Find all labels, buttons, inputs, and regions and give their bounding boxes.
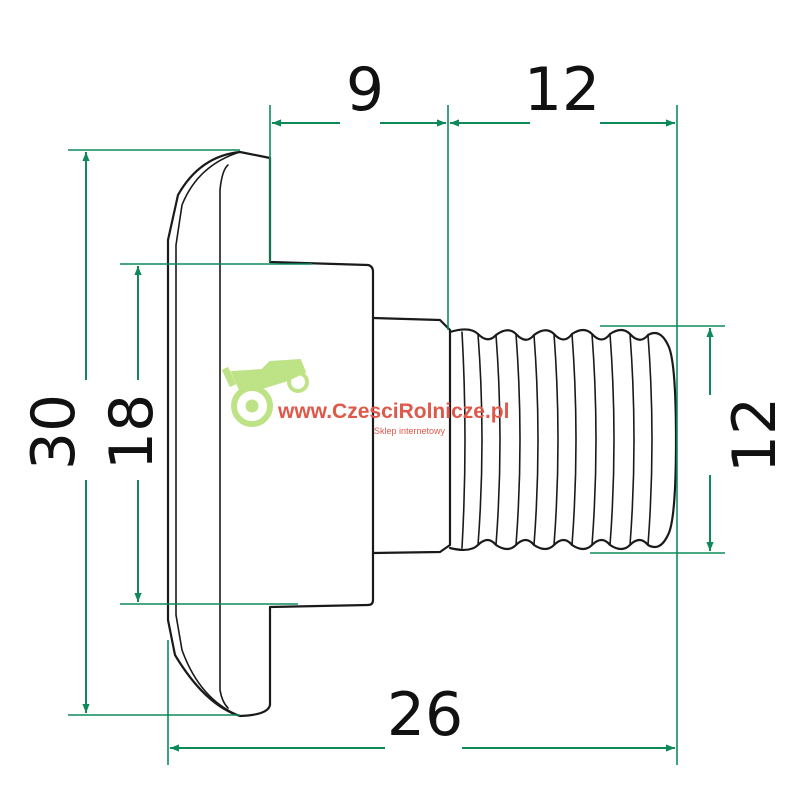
dimension-30: 30 <box>19 152 90 713</box>
part-outline <box>166 150 678 718</box>
dimension-12-length: 12 <box>450 55 675 127</box>
extension-lines <box>68 105 725 765</box>
flange-chamfer-line <box>175 151 241 717</box>
tractor-logo <box>221 358 309 427</box>
flange-outline <box>166 150 375 718</box>
dimension-12-diameter: 12 <box>706 328 790 551</box>
dimension-9: 9 <box>272 55 446 127</box>
dimension-label-12-length: 12 <box>524 55 600 125</box>
watermark-subtitle: Sklep internetowy <box>374 426 446 436</box>
watermark: www.CzesciRolnicze.pl Sklep internetowy <box>221 358 509 436</box>
thread-crests <box>461 331 653 549</box>
dimension-label-18: 18 <box>97 394 167 470</box>
dimension-26: 26 <box>170 680 675 752</box>
dimension-label-30: 30 <box>19 394 89 470</box>
neck-outline <box>371 316 452 555</box>
watermark-url: www.CzesciRolnicze.pl <box>277 400 509 423</box>
dimension-label-26: 26 <box>387 680 463 750</box>
dimension-label-12-diameter: 12 <box>720 397 790 473</box>
flange-face-line <box>219 164 229 709</box>
dimension-label-9: 9 <box>346 55 384 125</box>
dimension-18: 18 <box>97 266 167 602</box>
thread-outline <box>448 328 678 552</box>
